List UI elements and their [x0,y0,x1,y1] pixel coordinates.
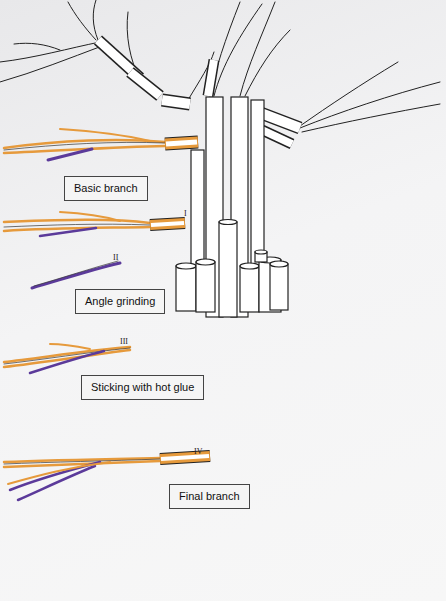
box-label: Basic branch [74,182,138,195]
box-label: Angle grinding [85,295,155,308]
box-label: Final branch [179,490,240,503]
step-box: Sticking with hot glue [81,375,204,400]
step-box: Angle grinding [75,289,165,314]
step-box: Final branch [169,484,250,509]
step-box: Basic branch [64,176,148,201]
step-numeral: IV [194,447,202,456]
step-numeral: I [184,209,187,218]
step-numeral: III [120,337,128,346]
step-numeral: II [113,253,118,262]
box-label: Sticking with hot glue [91,381,194,394]
